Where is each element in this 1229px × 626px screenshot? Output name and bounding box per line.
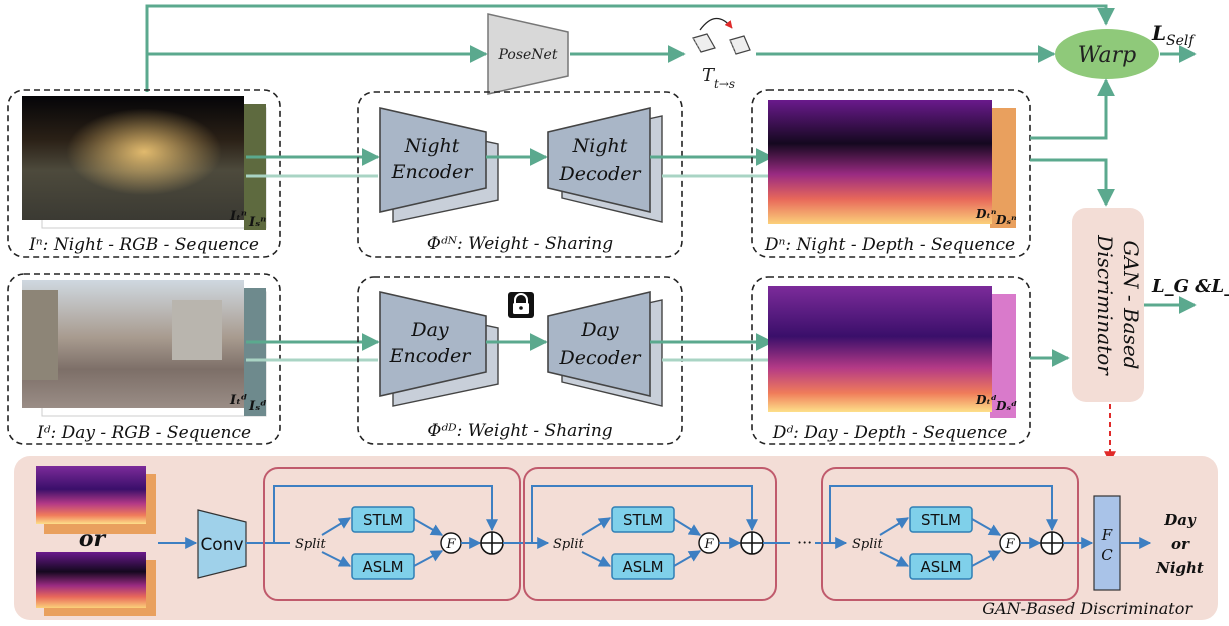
night-decoder-line2: Decoder [558, 163, 642, 185]
night-encoder-block [379, 106, 487, 214]
night-rgb-tag-s: Iₛⁿ [248, 215, 266, 230]
camera-pose-icon [692, 17, 751, 55]
gan-box-line1: GAN - Based [1119, 241, 1143, 370]
day-depth-tag-t: Dₜᵈ [975, 393, 997, 407]
aslm-label-n: ASLM [920, 558, 961, 576]
lself-subscript: Self [1166, 33, 1196, 49]
ellipsis-label: ··· [797, 533, 812, 552]
day-weight-caption: Φᵈᴰ: Weight - Sharing [427, 421, 612, 441]
aslm-label-2: ASLM [622, 558, 663, 576]
or-label: or [79, 526, 107, 552]
night-depth-tag-s: Dₛⁿ [995, 213, 1017, 227]
night-depth-caption: Dⁿ: Night - Depth - Sequence [764, 235, 1015, 255]
split-label-n: Split [852, 537, 884, 552]
night-rgb-group [7, 89, 281, 258]
lock-icon [508, 292, 534, 318]
fc-line1: F [1101, 526, 1113, 544]
day-rgb-tag-t: Iₜᵈ [229, 393, 247, 408]
night-decoder-line1: Night [572, 135, 628, 157]
output-line1: Day [1163, 511, 1197, 529]
fuse-label-n: F [1004, 537, 1015, 552]
aslm-block-2 [611, 553, 675, 580]
fc-line2: C [1101, 546, 1113, 564]
pose-subscript: t→s [714, 77, 735, 91]
fuse-label-1: F [445, 537, 456, 552]
aslm-block-n [909, 553, 973, 580]
night-rgb-caption: Iⁿ: Night - RGB - Sequence [28, 235, 259, 255]
gan-box-line2: Discriminator [1093, 234, 1117, 376]
night-branch: Iₜⁿ Iₛⁿ Iⁿ: Night - RGB - Sequence Night… [7, 78, 1115, 258]
stlm-label-1: STLM [363, 511, 403, 529]
conv-block [197, 509, 247, 579]
aslm-label-1: ASLM [362, 558, 403, 576]
day-depth-tag-s: Dₛᵈ [995, 399, 1017, 413]
warp-node [1055, 29, 1159, 79]
input-depth-bottom [36, 552, 146, 608]
gan-box: GAN - Based Discriminator L_G &L_D [1072, 208, 1229, 464]
split-label-1: Split [295, 537, 327, 552]
stlm-label-n: STLM [921, 511, 961, 529]
disc-block-n: Split STLM ASLM F [821, 467, 1094, 601]
day-encoder-block [379, 290, 487, 398]
day-depth-group [751, 276, 1031, 445]
output-line3: Night [1155, 559, 1204, 577]
posenet-label: PoseNet [498, 47, 558, 63]
disc-block-1: Split STLM ASLM F [263, 467, 550, 601]
output-line2: or [1171, 535, 1190, 553]
day-decoder-line1: Day [580, 319, 619, 341]
split-label-2: Split [553, 537, 585, 552]
night-depth-group [751, 89, 1031, 258]
day-rgb-tag-s: Iₛᵈ [248, 399, 267, 414]
night-depth-tag-t: Dₜⁿ [975, 207, 997, 221]
rgb-to-warp-arrow [145, 4, 1115, 92]
day-depth-caption: Dᵈ: Day - Depth - Sequence [772, 423, 1008, 443]
day-encoder-line1: Day [410, 319, 449, 341]
day-encoder-line2: Encoder [389, 345, 473, 367]
lself-label: L [1151, 21, 1166, 45]
day-decoder-line2: Decoder [558, 347, 642, 369]
night-encoder-line2: Encoder [391, 161, 475, 183]
posenet-block [487, 13, 569, 95]
disc-block-2: Split STLM ASLM F [523, 467, 790, 601]
gan-loss-label: L_G &L_D [1151, 276, 1229, 297]
day-depth-image [768, 286, 992, 412]
day-decoder-block [547, 290, 651, 398]
discriminator-caption: GAN-Based Discriminator [982, 599, 1193, 618]
warp-label: Warp [1078, 43, 1136, 68]
day-branch: Iₜᵈ Iₛᵈ Iᵈ: Day - RGB - Sequence Day Enc… [7, 273, 1070, 445]
night-decoder-block [547, 106, 651, 214]
stlm-label-2: STLM [623, 511, 663, 529]
conv-label: Conv [200, 535, 243, 555]
night-weight-caption: Φᵈᴺ: Weight - Sharing [427, 234, 613, 254]
top-flow: PoseNet T t→s Warp L Self [145, 4, 1197, 95]
input-depth-top [36, 466, 146, 524]
aslm-block-1 [351, 553, 415, 580]
day-rgb-caption: Iᵈ: Day - RGB - Sequence [36, 423, 251, 443]
night-encoder-line1: Night [404, 135, 460, 157]
night-depth-image [768, 100, 992, 224]
fuse-label-2: F [703, 537, 714, 552]
pose-label: T [702, 65, 716, 86]
discriminator-panel: or Conv Split STLM ASLM F [14, 456, 1218, 620]
night-rgb-tag-t: Iₜⁿ [229, 209, 247, 224]
